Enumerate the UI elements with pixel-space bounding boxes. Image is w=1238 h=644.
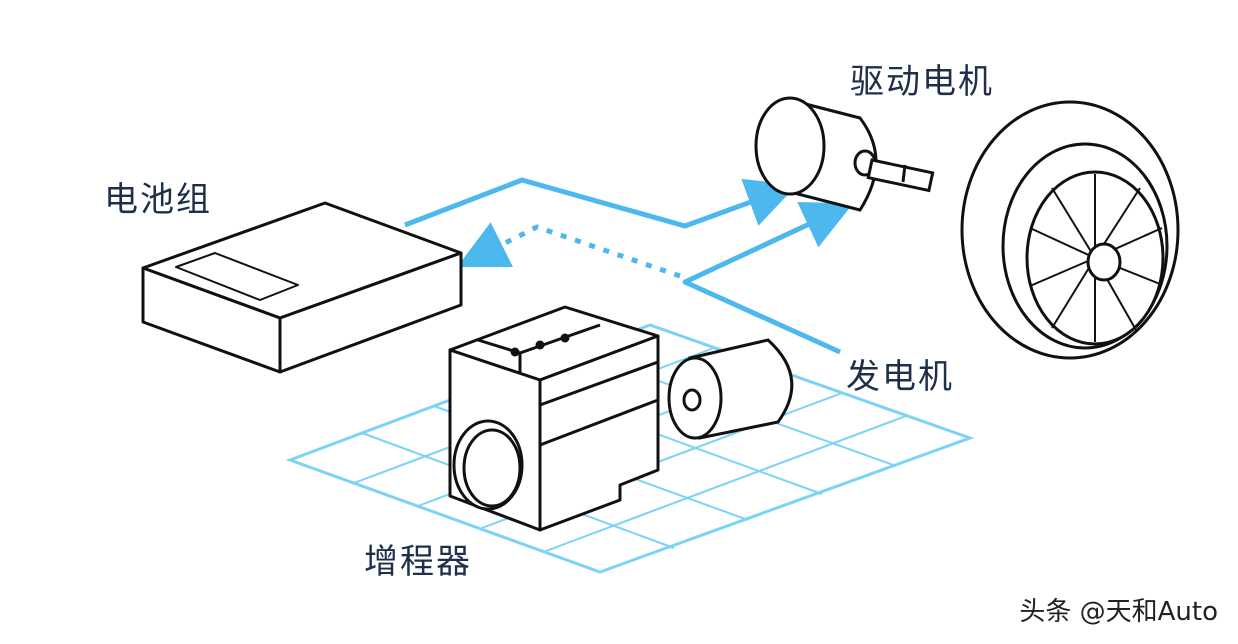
generator-to-motor-flow xyxy=(682,202,854,355)
drive-motor xyxy=(754,96,935,212)
range-extender-label: 增程器 xyxy=(364,542,472,582)
charge-flow-dotted xyxy=(457,222,681,279)
generator xyxy=(667,338,794,440)
battery-to-motor-flow xyxy=(404,177,797,229)
wheel xyxy=(960,100,1180,360)
range-extender xyxy=(448,305,660,532)
battery-pack-label: 电池组 xyxy=(104,180,212,220)
generator-label: 发电机 xyxy=(846,357,954,397)
battery-pack xyxy=(141,201,463,374)
drive-motor-label: 驱动电机 xyxy=(850,62,994,102)
watermark: 头条 @天和Auto xyxy=(1019,597,1218,627)
flow-lines xyxy=(404,177,854,355)
